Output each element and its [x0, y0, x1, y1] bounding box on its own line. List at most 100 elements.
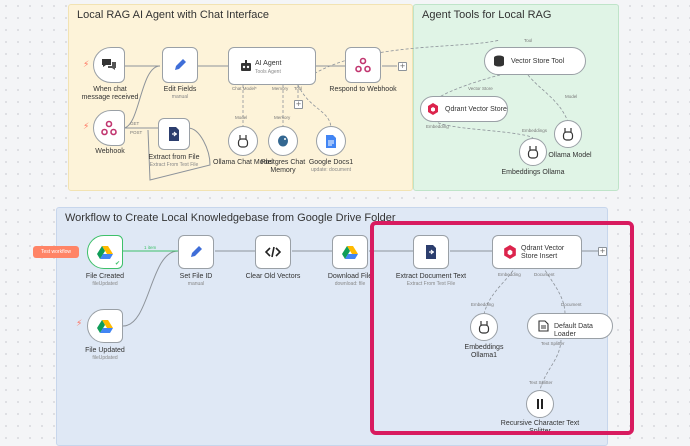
extract-from-file-node[interactable] — [158, 118, 190, 150]
file-updated-label: File Updated — [85, 347, 125, 354]
embeddings-ollama-label: Embeddings Ollama — [501, 169, 565, 176]
add-node-button[interactable]: + — [398, 62, 407, 71]
set-file-id-sublabel: manual — [187, 281, 205, 287]
extract-document-text-label: Extract Document Text — [395, 273, 467, 280]
google-docs-node[interactable] — [316, 126, 346, 156]
set-file-id-label: Set File ID — [179, 273, 213, 280]
postgres-memory-node[interactable] — [268, 126, 298, 156]
postgres-label: Postgres Chat Memory — [260, 159, 306, 174]
text-splitter-node[interactable] — [526, 390, 554, 418]
edit-fields-label: Edit Fields — [163, 86, 197, 93]
file-extract-icon — [169, 127, 179, 141]
llama-icon — [562, 128, 574, 141]
wire-label-get: GET — [130, 121, 140, 126]
trigger-bolt-icon: ⚡ — [76, 319, 83, 329]
set-file-id-node[interactable] — [178, 235, 214, 269]
file-updated-sublabel: fileUpdated — [92, 355, 118, 361]
qdrant-insert-node[interactable]: Qdrant Vector Store Insert — [492, 235, 582, 269]
port-embeddings: Embeddings — [522, 128, 548, 133]
extract-document-text-node[interactable] — [413, 235, 449, 269]
ollama-model-label: Ollama Model — [548, 152, 592, 159]
ai-agent-sublabel: Tools Agent — [255, 69, 281, 75]
chat-trigger-node[interactable] — [93, 47, 125, 83]
port-embedding-sub: Embedding — [471, 302, 494, 307]
default-data-loader-node[interactable]: Default Data Loader — [527, 313, 613, 339]
ollama-model-node[interactable] — [554, 120, 582, 148]
port-embedding2: Embedding — [498, 272, 521, 277]
port-text-splitter: Text Splitter — [541, 341, 565, 346]
qdrant-vector-store-node[interactable]: Qdrant Vector Store — [420, 96, 508, 122]
qdrant-icon — [504, 245, 516, 259]
port-document: Document — [534, 272, 555, 277]
google-docs-sublabel: update: document — [310, 167, 352, 173]
embeddings-ollama1-label: Embeddings Ollama1 — [464, 344, 504, 359]
download-file-sublabel: download: file — [334, 281, 366, 287]
vector-store-tool-node[interactable]: Vector Store Tool — [484, 47, 586, 75]
vector-store-tool-label: Vector Store Tool — [511, 58, 565, 65]
robot-icon — [241, 60, 251, 71]
postgres-elephant-icon — [278, 135, 288, 147]
file-created-node[interactable]: ✔ — [87, 235, 123, 269]
extract-from-file-label: Extract from File — [148, 154, 200, 161]
respond-to-webhook-node[interactable] — [345, 47, 381, 83]
group-title: Local RAG AI Agent with Chat Interface — [77, 9, 269, 21]
google-drive-icon — [342, 246, 358, 259]
ollama-chat-model-node[interactable] — [228, 126, 258, 156]
port-embedding: Embedding — [426, 124, 449, 129]
port-vector-store: Vector Store — [468, 86, 493, 91]
google-docs-icon — [326, 134, 336, 148]
chat-bubbles-icon — [102, 59, 116, 70]
pencil-icon — [191, 246, 202, 257]
file-extract-icon — [426, 245, 436, 259]
download-file-label: Download File — [327, 273, 373, 280]
embeddings-ollama1-node[interactable] — [470, 313, 498, 341]
extract-document-text-sublabel: Extract From Text File — [406, 281, 456, 287]
qdrant-insert-label: Qdrant Vector Store Insert — [521, 245, 565, 260]
port-model: Model — [235, 115, 248, 120]
embeddings-ollama-node[interactable] — [519, 138, 547, 166]
clear-old-vectors-node[interactable] — [255, 235, 291, 269]
file-created-label: File Created — [85, 273, 125, 280]
google-drive-icon — [97, 320, 113, 333]
webhook-icon — [101, 120, 117, 136]
trigger-bolt-icon: ⚡ — [83, 122, 90, 132]
port-model2: Model — [565, 94, 578, 99]
port-tool2: Tool — [524, 38, 533, 43]
port-document-sub: Document — [561, 302, 582, 307]
webhook-label: Webhook — [95, 148, 125, 155]
google-docs-label: Google Docs1 — [308, 159, 354, 166]
edit-fields-node[interactable] — [162, 47, 198, 83]
document-icon — [538, 320, 549, 332]
group-title: Workflow to Create Local Knowledgebase f… — [65, 212, 396, 224]
clear-old-vectors-label: Clear Old Vectors — [245, 273, 301, 280]
group-title: Agent Tools for Local RAG — [422, 9, 552, 21]
add-tool-button[interactable]: + — [294, 100, 303, 109]
database-icon — [494, 55, 504, 67]
add-node-button[interactable]: + — [598, 247, 607, 256]
llama-icon — [237, 135, 249, 148]
port-text-splitter2: Text Splitter — [529, 380, 553, 385]
test-workflow-button[interactable]: Test workflow — [33, 246, 79, 258]
llama-icon — [478, 321, 490, 334]
wire-label-post: POST — [130, 130, 143, 135]
download-file-node[interactable] — [332, 235, 368, 269]
chat-trigger-label: When chat message received — [81, 86, 139, 101]
port-chat-model: Chat Model* — [232, 86, 257, 91]
google-drive-icon — [97, 246, 113, 259]
wire-label-items: 1 item — [144, 245, 157, 250]
qdrant-vs-label: Qdrant Vector Store — [445, 106, 507, 113]
webhook-node[interactable] — [93, 110, 125, 146]
ollama-chat-label: Ollama Chat Model — [213, 159, 273, 166]
file-created-sublabel: fileUpdated — [92, 281, 118, 287]
file-updated-node[interactable] — [87, 309, 123, 343]
webhook-icon — [355, 57, 371, 73]
edit-fields-sublabel: manual — [171, 94, 189, 100]
port-tool: Tool — [294, 86, 303, 91]
ai-agent-label: AI Agent — [255, 60, 282, 67]
llama-icon — [527, 146, 539, 159]
ai-agent-node[interactable]: AI Agent Tools Agent — [228, 47, 316, 85]
default-data-loader-label: Default Data Loader — [554, 323, 593, 338]
group-rag-agent: Local RAG AI Agent with Chat Interface — [68, 4, 413, 191]
